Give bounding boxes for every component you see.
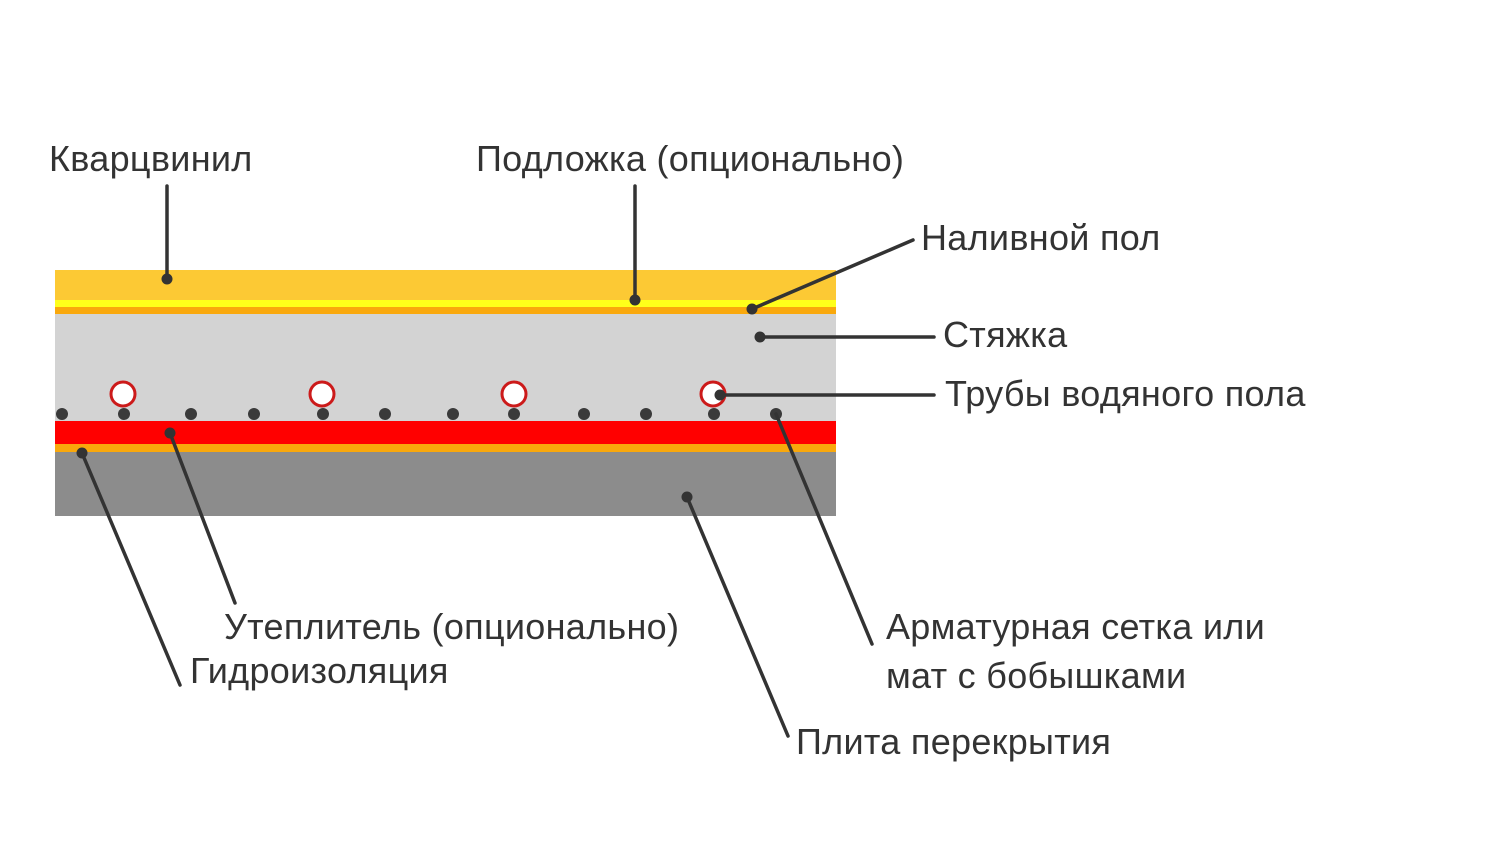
- pipes-group: [109, 380, 727, 408]
- leader-waterproofing: [80, 451, 182, 687]
- label-underlay: Подложка (опционально): [476, 138, 905, 179]
- leader-rebar: [774, 412, 874, 646]
- layer-waterproofing: [55, 444, 836, 452]
- leader-dot-vinyl: [161, 273, 173, 285]
- rebar-point: [708, 408, 720, 420]
- label-rebar-line2: мат с бобышками: [886, 655, 1187, 696]
- rebar-point: [317, 408, 329, 420]
- label-pipes: Трубы водяного пола: [945, 373, 1306, 414]
- rebar-point: [185, 408, 197, 420]
- rebar-point: [248, 408, 260, 420]
- pipe-cross-section: [308, 380, 336, 408]
- layer-slab: [55, 452, 836, 516]
- label-vinyl: Кварцвинил: [49, 138, 253, 179]
- label-slab: Плита перекрытия: [796, 721, 1112, 762]
- rebar-point: [118, 408, 130, 420]
- rebar-point: [508, 408, 520, 420]
- pipe-cross-section: [500, 380, 528, 408]
- leader-slab: [685, 495, 790, 738]
- leader-dots: [76, 273, 766, 503]
- layer-self-leveling: [55, 307, 836, 314]
- leader-insulation: [168, 431, 237, 605]
- rebar-point: [379, 408, 391, 420]
- label-self-leveling: Наливной пол: [921, 217, 1161, 258]
- label-insulation: Утеплитель (опционально): [224, 606, 680, 647]
- leader-dot-underlay: [629, 294, 641, 306]
- leader-dot-self-leveling: [746, 303, 758, 315]
- label-waterproofing: Гидроизоляция: [190, 650, 449, 691]
- layer-vinyl: [55, 270, 836, 300]
- leader-dot-slab: [681, 491, 693, 503]
- leader-self-leveling: [750, 238, 915, 311]
- leader-dot-pipes: [714, 389, 726, 401]
- rebar-point: [640, 408, 652, 420]
- leaders-group: [80, 184, 936, 738]
- label-screed: Стяжка: [943, 314, 1068, 355]
- leader-dot-waterproofing: [76, 447, 88, 459]
- rebar-group: [56, 408, 782, 420]
- layer-underlay: [55, 300, 836, 307]
- rebar-point: [578, 408, 590, 420]
- rebar-point: [447, 408, 459, 420]
- layer-insulation: [55, 421, 836, 444]
- label-rebar-line1: Арматурная сетка или: [886, 606, 1266, 647]
- rebar-point: [56, 408, 68, 420]
- leader-dot-screed: [754, 331, 766, 343]
- pipe-cross-section: [109, 380, 137, 408]
- leader-dot-insulation: [164, 427, 176, 439]
